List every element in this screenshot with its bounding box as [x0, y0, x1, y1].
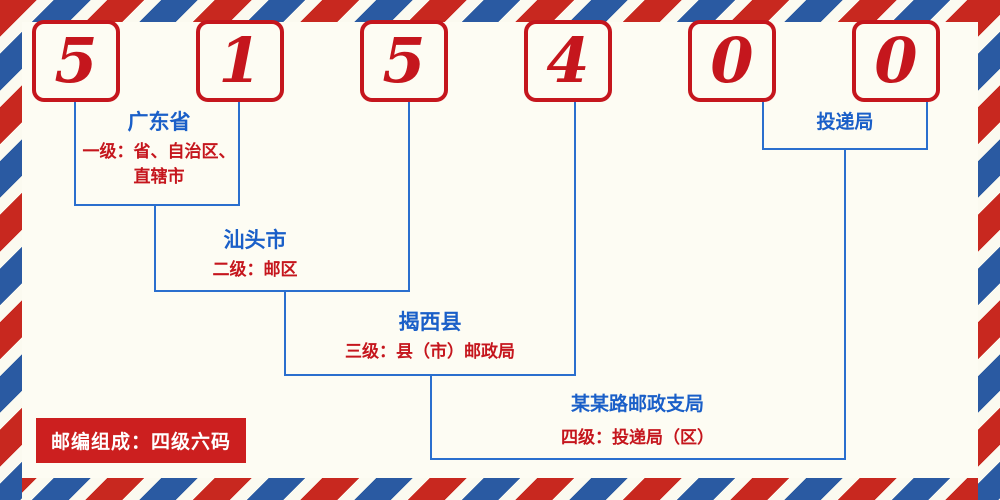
digit-box-3: 5 [360, 20, 448, 102]
connector-level2-base [154, 290, 410, 292]
connector-level1-base [74, 204, 240, 206]
delivery-name: 投递局 [816, 112, 874, 133]
level2-desc: 二级：邮区 [212, 260, 298, 279]
digit-box-4: 4 [524, 20, 612, 102]
connector-delivery-right [926, 102, 928, 150]
level4-name: 某某路邮政支局 [570, 394, 704, 415]
connector-level3-right [574, 102, 576, 376]
composition-badge: 邮编组成：四级六码 [36, 418, 247, 463]
connector-level4-right [844, 148, 846, 460]
envelope-border-right [978, 0, 1000, 500]
digit-1: 5 [54, 24, 98, 97]
digit-box-1: 5 [32, 20, 120, 102]
digit-5: 0 [710, 24, 754, 97]
connector-level4-base [430, 458, 846, 460]
envelope-border-top [0, 0, 1000, 22]
level1-name: 广东省 [127, 111, 191, 134]
level4-desc: 四级：投递局（区） [561, 428, 714, 447]
level1-desc: 一级：省、自治区、直辖市 [82, 142, 236, 186]
envelope-border-bottom [0, 478, 1000, 500]
digit-3: 5 [382, 24, 426, 97]
connector-level1-left [74, 102, 76, 206]
digit-4: 4 [546, 24, 590, 97]
connector-delivery-left [762, 102, 764, 150]
digit-box-6: 0 [852, 20, 940, 102]
digit-box-2: 1 [196, 20, 284, 102]
envelope-border-left [0, 0, 22, 500]
level2-name: 汕头市 [223, 229, 287, 252]
digit-6: 0 [874, 24, 918, 97]
connector-level1-right [238, 102, 240, 206]
level3-name: 揭西县 [398, 311, 462, 334]
digit-box-5: 0 [688, 20, 776, 102]
connector-delivery-base [762, 148, 928, 150]
connector-level2-left [154, 204, 156, 292]
connector-level3-left [284, 290, 286, 376]
level3-desc: 三级：县（市）邮政局 [345, 342, 515, 361]
connector-level4-left [430, 374, 432, 460]
connector-level2-right [408, 102, 410, 292]
digit-2: 1 [218, 24, 262, 97]
